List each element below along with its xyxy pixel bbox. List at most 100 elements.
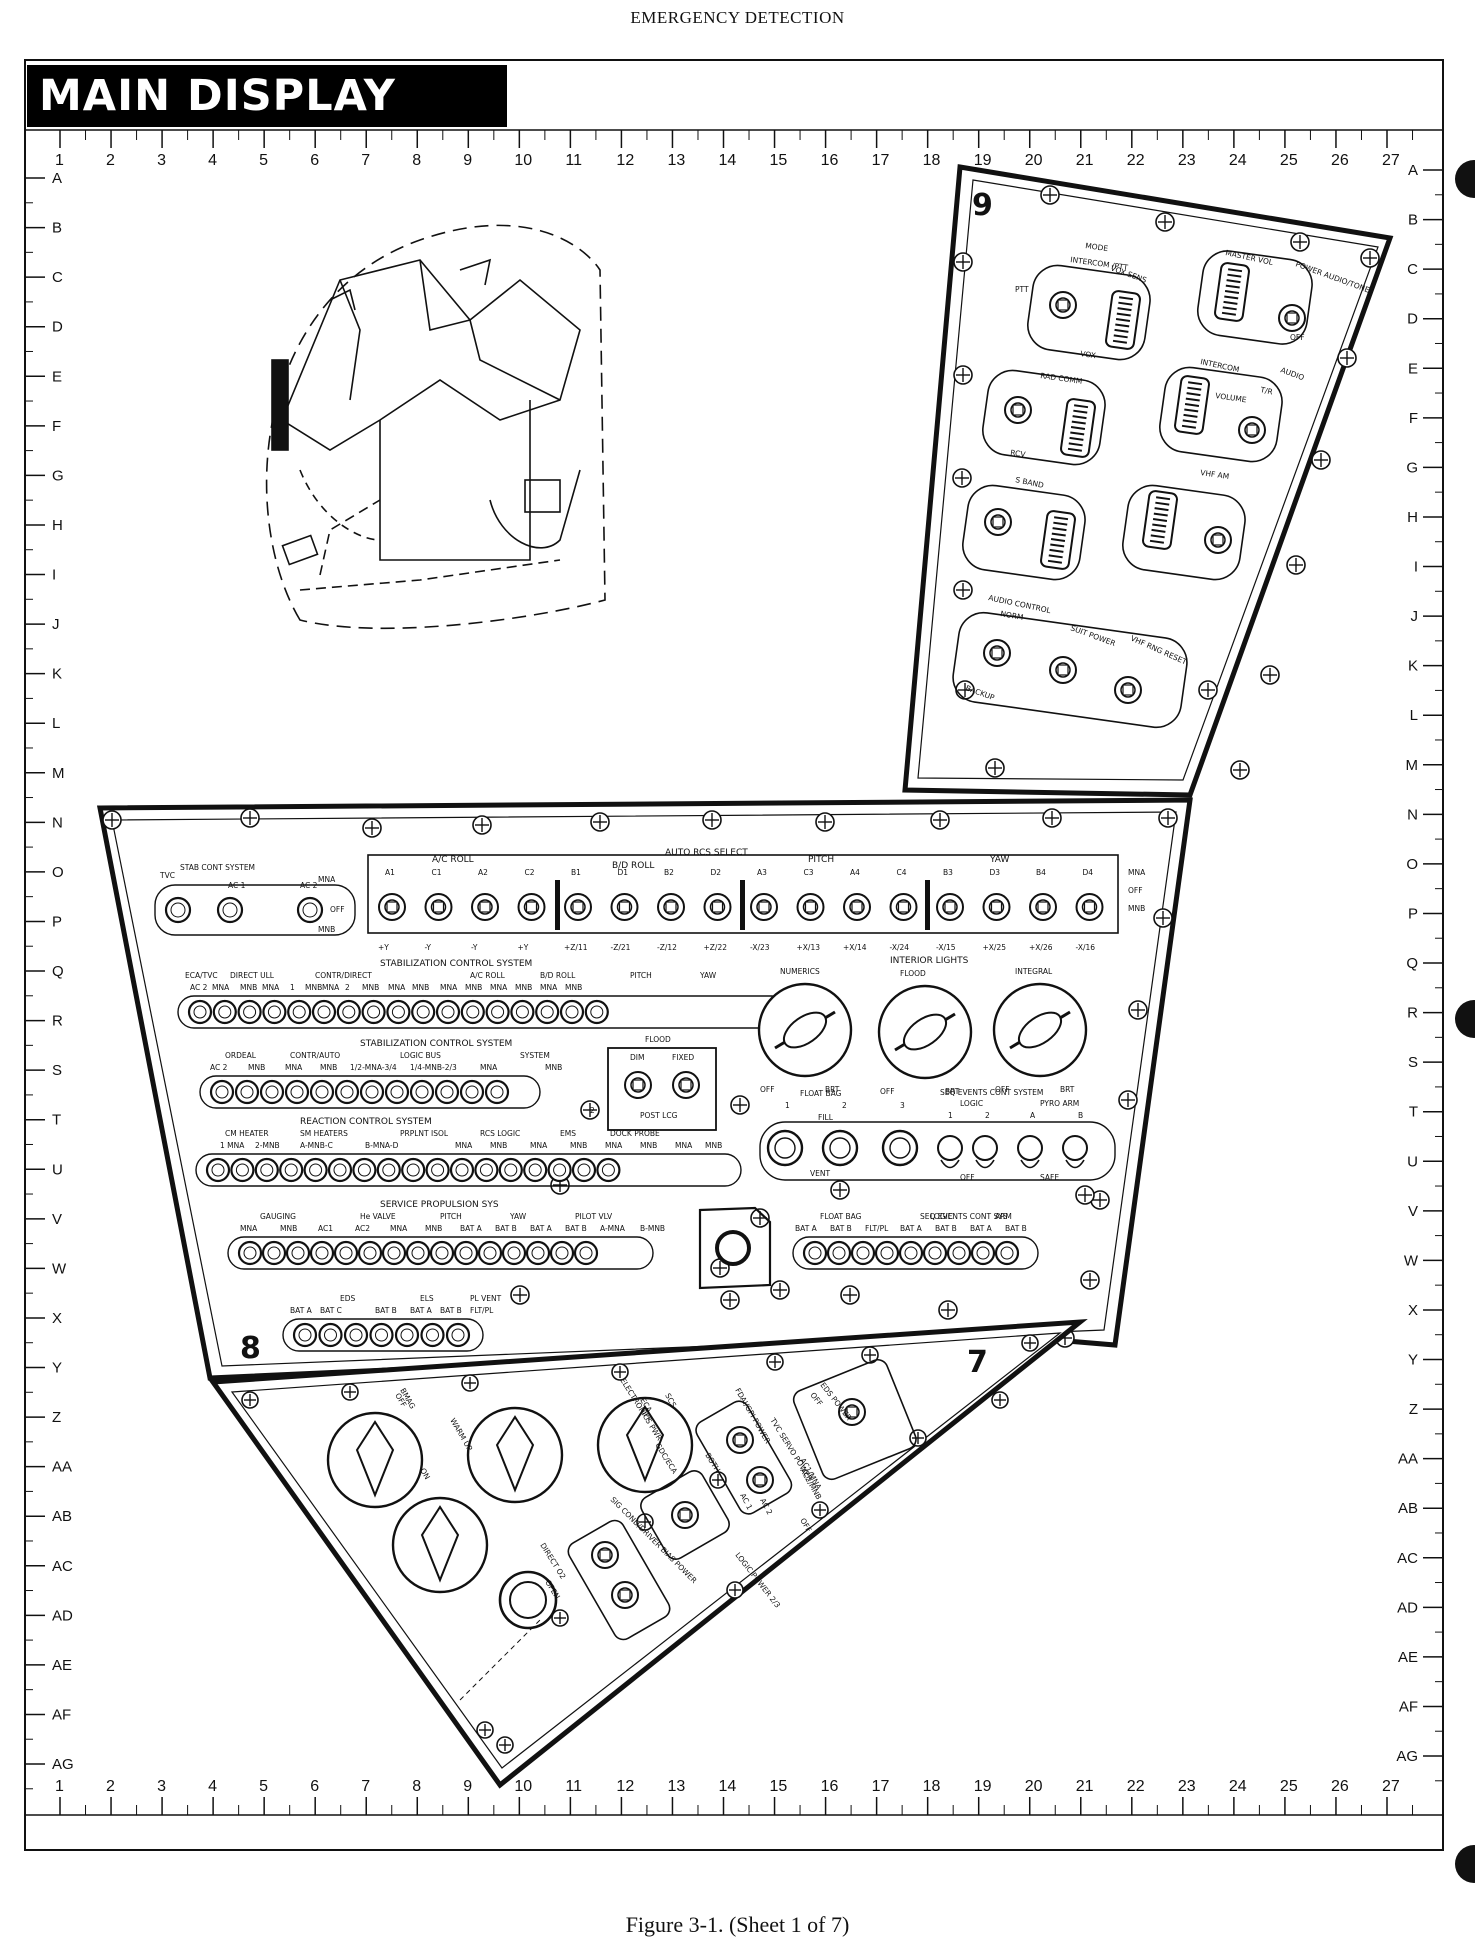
- guarded-toggle[interactable]: [937, 1135, 963, 1161]
- toggle-switch[interactable]: [889, 893, 918, 921]
- circuit-breaker[interactable]: [309, 1240, 335, 1266]
- toggle-switch[interactable]: [657, 893, 685, 921]
- toggle-switch[interactable]: [1114, 676, 1142, 704]
- circuit-breaker[interactable]: [327, 1157, 353, 1183]
- circuit-breaker[interactable]: [401, 1157, 426, 1183]
- circuit-breaker[interactable]: [318, 1322, 343, 1348]
- circuit-breaker[interactable]: [429, 1240, 455, 1266]
- toggle-switch[interactable]: [703, 893, 732, 921]
- float-bag-switch[interactable]: [821, 1129, 859, 1167]
- circuit-breaker[interactable]: [394, 1322, 420, 1348]
- toggle-switch[interactable]: [1029, 893, 1057, 921]
- toggle-switch[interactable]: [471, 893, 499, 921]
- toggle-switch[interactable]: [936, 893, 964, 921]
- circuit-breaker[interactable]: [261, 1240, 287, 1266]
- circuit-breaker[interactable]: [449, 1157, 475, 1183]
- toggle-switch[interactable]: [1049, 291, 1077, 319]
- circuit-breaker[interactable]: [510, 999, 535, 1025]
- circuit-breaker[interactable]: [284, 1079, 310, 1105]
- toggle-switch[interactable]: [672, 1071, 700, 1099]
- circuit-breaker[interactable]: [212, 999, 237, 1025]
- circuit-breaker[interactable]: [343, 1322, 369, 1348]
- thumbwheel[interactable]: [1142, 490, 1178, 550]
- circuit-breaker[interactable]: [559, 999, 585, 1025]
- direct-o2-valve[interactable]: [498, 1570, 558, 1630]
- circuit-breaker[interactable]: [453, 1240, 479, 1266]
- circuit-breaker[interactable]: [970, 1240, 996, 1266]
- circuit-breaker[interactable]: [549, 1240, 575, 1266]
- circuit-breaker[interactable]: [485, 999, 510, 1025]
- toggle-switch[interactable]: [796, 893, 825, 921]
- circuit-breaker[interactable]: [571, 1157, 597, 1183]
- circuit-breaker[interactable]: [425, 1157, 450, 1183]
- circuit-breaker[interactable]: [381, 1240, 407, 1266]
- circuit-breaker[interactable]: [262, 999, 287, 1025]
- circuit-breaker[interactable]: [434, 1079, 460, 1105]
- circuit-breaker[interactable]: [386, 999, 411, 1025]
- toggle-switch[interactable]: [624, 1071, 652, 1099]
- circuit-breaker[interactable]: [209, 1079, 235, 1105]
- circuit-breaker[interactable]: [376, 1157, 401, 1183]
- circuit-breaker[interactable]: [296, 896, 324, 924]
- circuit-breaker[interactable]: [303, 1157, 328, 1183]
- float-bag-switch[interactable]: [881, 1129, 919, 1167]
- circuit-breaker[interactable]: [420, 1322, 445, 1348]
- circuit-breaker[interactable]: [216, 896, 244, 924]
- circuit-breaker[interactable]: [405, 1240, 431, 1266]
- circuit-breaker[interactable]: [205, 1157, 231, 1183]
- circuit-breaker[interactable]: [435, 999, 461, 1025]
- toggle-switch[interactable]: [611, 1581, 639, 1609]
- guarded-toggle[interactable]: [972, 1135, 998, 1161]
- toggle-switch[interactable]: [746, 1466, 774, 1494]
- circuit-breaker[interactable]: [501, 1240, 527, 1266]
- toggle-switch[interactable]: [517, 893, 546, 921]
- circuit-breaker[interactable]: [336, 999, 361, 1025]
- toggle-switch[interactable]: [591, 1541, 619, 1569]
- circuit-breaker[interactable]: [898, 1240, 924, 1266]
- circuit-breaker[interactable]: [584, 999, 609, 1025]
- circuit-breaker[interactable]: [459, 1079, 485, 1105]
- circuit-breaker[interactable]: [826, 1240, 852, 1266]
- toggle-switch[interactable]: [424, 893, 453, 921]
- toggle-switch[interactable]: [983, 639, 1011, 667]
- circuit-breaker[interactable]: [292, 1322, 318, 1348]
- toggle-switch[interactable]: [378, 893, 406, 921]
- circuit-breaker[interactable]: [333, 1240, 359, 1266]
- circuit-breaker[interactable]: [850, 1240, 876, 1266]
- circuit-breaker[interactable]: [946, 1240, 972, 1266]
- circuit-breaker[interactable]: [287, 999, 312, 1025]
- toggle-switch[interactable]: [1004, 396, 1032, 424]
- thumbwheel[interactable]: [1040, 510, 1076, 570]
- circuit-breaker[interactable]: [994, 1240, 1020, 1266]
- toggle-switch[interactable]: [1049, 656, 1077, 684]
- thumbwheel[interactable]: [1214, 262, 1250, 322]
- toggle-switch[interactable]: [982, 893, 1011, 921]
- circuit-breaker[interactable]: [237, 999, 262, 1025]
- circuit-breaker[interactable]: [477, 1240, 503, 1266]
- circuit-breaker[interactable]: [359, 1079, 385, 1105]
- circuit-breaker[interactable]: [357, 1240, 383, 1266]
- circuit-breaker[interactable]: [460, 999, 485, 1025]
- circuit-breaker[interactable]: [230, 1157, 255, 1183]
- toggle-switch[interactable]: [1278, 304, 1306, 332]
- thumbwheel[interactable]: [1174, 375, 1210, 435]
- circuit-breaker[interactable]: [311, 999, 337, 1025]
- thumbwheel[interactable]: [1105, 290, 1141, 350]
- circuit-breaker[interactable]: [596, 1157, 621, 1183]
- toggle-switch[interactable]: [610, 893, 639, 921]
- toggle-switch[interactable]: [838, 1398, 866, 1426]
- circuit-breaker[interactable]: [573, 1240, 599, 1266]
- circuit-breaker[interactable]: [237, 1240, 263, 1266]
- circuit-breaker[interactable]: [922, 1240, 948, 1266]
- toggle-switch[interactable]: [1238, 416, 1266, 444]
- circuit-breaker[interactable]: [259, 1079, 285, 1105]
- circuit-breaker[interactable]: [802, 1240, 828, 1266]
- circuit-breaker[interactable]: [484, 1079, 510, 1105]
- circuit-breaker[interactable]: [285, 1240, 311, 1266]
- guarded-toggle[interactable]: [1062, 1135, 1088, 1161]
- float-bag-switch[interactable]: [766, 1129, 804, 1167]
- circuit-breaker[interactable]: [309, 1079, 335, 1105]
- circuit-breaker[interactable]: [352, 1157, 377, 1183]
- toggle-switch[interactable]: [843, 893, 871, 921]
- circuit-breaker[interactable]: [409, 1079, 435, 1105]
